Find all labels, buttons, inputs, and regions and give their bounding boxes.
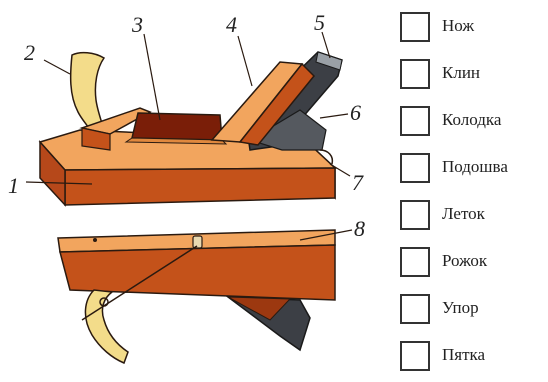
- answer-label-mouth: Леток: [442, 204, 485, 224]
- answer-label-block: Колодка: [442, 110, 501, 130]
- callout-8: 8: [354, 216, 365, 241]
- callout-5: 5: [314, 10, 325, 35]
- answer-row-knife: Нож: [400, 6, 548, 53]
- answer-row-block: Колодка: [400, 100, 548, 147]
- answer-box-block[interactable]: [400, 106, 430, 136]
- answer-box-sole[interactable]: [400, 153, 430, 183]
- answer-label-sole: Подошва: [442, 157, 508, 177]
- callout-6: 6: [350, 100, 361, 125]
- answer-label-heel: Пятка: [442, 345, 485, 365]
- answer-box-knife[interactable]: [400, 12, 430, 42]
- answer-row-mouth: Леток: [400, 194, 548, 241]
- mouth-opening: [132, 113, 222, 140]
- answer-row-horn: Рожок: [400, 241, 548, 288]
- answer-box-wedge[interactable]: [400, 59, 430, 89]
- answer-label-wedge: Клин: [442, 63, 480, 83]
- callout-3: 3: [131, 12, 143, 37]
- leader-6: [320, 114, 348, 118]
- answer-label-knife: Нож: [442, 16, 474, 36]
- answer-row-heel: Пятка: [400, 335, 548, 382]
- callout-2: 2: [24, 40, 35, 65]
- answer-box-stop[interactable]: [400, 294, 430, 324]
- answer-row-stop: Упор: [400, 288, 548, 335]
- callout-1: 1: [8, 173, 19, 198]
- answer-box-mouth[interactable]: [400, 200, 430, 230]
- callout-4: 4: [226, 12, 237, 37]
- plane-diagram: 1 2 3 4 5 6 7 8: [0, 0, 395, 367]
- bolt-marker: [193, 236, 202, 248]
- plane-top-view: [40, 52, 342, 205]
- answer-label-stop: Упор: [442, 298, 479, 318]
- plane-bottom-view: [58, 230, 335, 363]
- small-mark: [93, 238, 97, 242]
- lower-handle: [85, 290, 128, 363]
- callout-7: 7: [352, 170, 364, 195]
- diagram-stage: 1 2 3 4 5 6 7 8 Нож Клин Колодка Подошва: [0, 0, 548, 367]
- block-front-face: [65, 168, 335, 205]
- leader-2: [44, 60, 70, 74]
- answer-box-horn[interactable]: [400, 247, 430, 277]
- leader-3: [144, 34, 160, 120]
- answer-list: Нож Клин Колодка Подошва Леток Рожок Упо…: [400, 6, 548, 382]
- leader-4: [238, 36, 252, 86]
- answer-row-wedge: Клин: [400, 53, 548, 100]
- answer-row-sole: Подошва: [400, 147, 548, 194]
- answer-label-horn: Рожок: [442, 251, 487, 271]
